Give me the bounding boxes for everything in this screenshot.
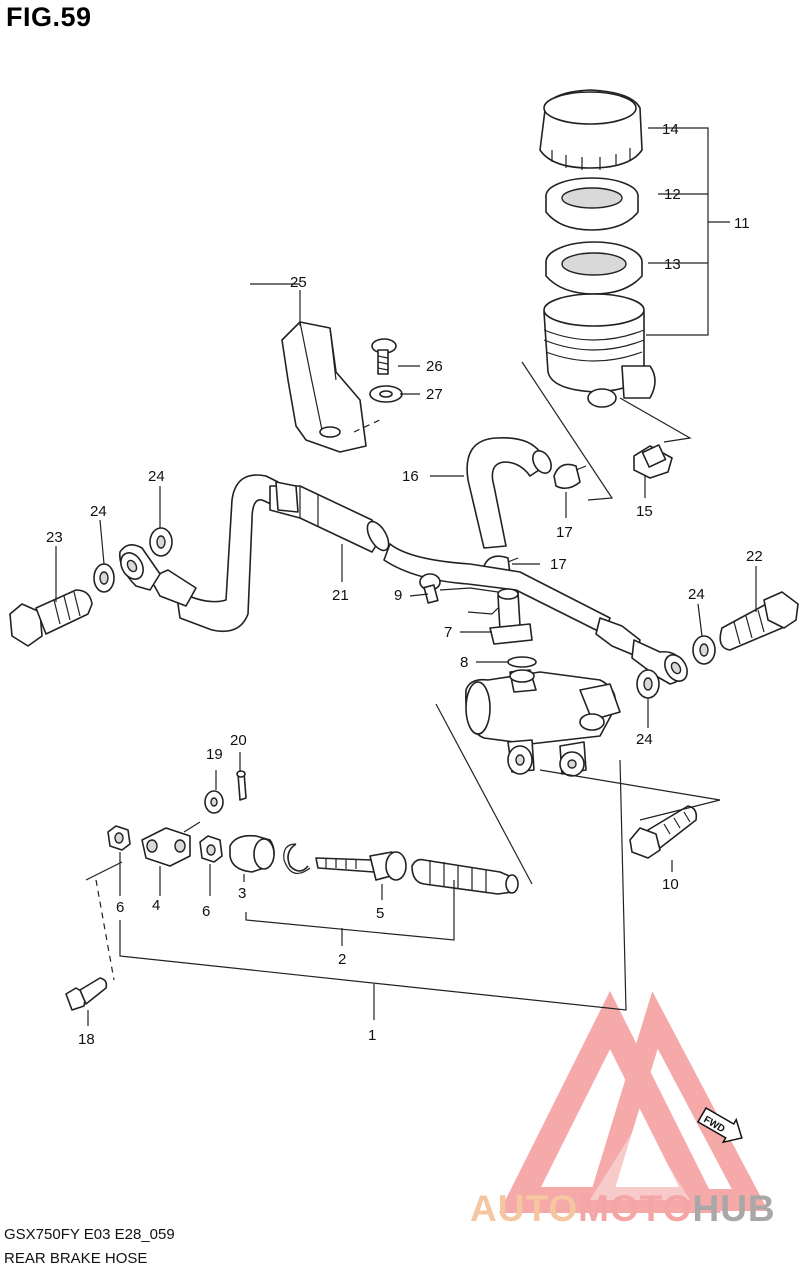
master-cylinder-body: [465, 669, 621, 777]
watermark-logo: [498, 990, 769, 1213]
diaphragm-13: [545, 241, 643, 295]
circlip: [283, 843, 311, 875]
reservoir-body-11: [543, 293, 656, 408]
boot-3: [229, 834, 275, 873]
callout-27: 27: [426, 386, 443, 403]
callout-12: 12: [664, 186, 681, 203]
connector-7: [489, 588, 533, 645]
watermark-hub: HUB: [692, 1188, 776, 1229]
callout-13: 13: [664, 256, 681, 273]
callout-1: 1: [368, 1027, 376, 1044]
callout-20: 20: [230, 732, 247, 749]
cotter-pin-20: [236, 770, 247, 801]
bolt-15: [633, 444, 673, 479]
leader-pin-a: [85, 861, 123, 881]
callout-24-b: 24: [148, 468, 165, 485]
leader-9: [409, 587, 499, 615]
diaphragm-plate-12: [545, 177, 639, 231]
leader-bracket-1: [119, 759, 627, 1020]
washer-27: [369, 385, 403, 403]
watermark-auto: AUTO: [470, 1188, 579, 1229]
leader-6-4: [119, 852, 211, 896]
callout-21: 21: [332, 587, 349, 604]
clamp-17-upper: [553, 463, 587, 490]
leader-24a: [99, 519, 105, 565]
washer-24-a: [93, 563, 115, 593]
callout-19: 19: [206, 746, 223, 763]
o-ring-8: [507, 656, 537, 668]
leader-body: [435, 703, 721, 885]
watermark-moto: MOTO: [578, 1188, 693, 1229]
leader-pin-18: [95, 879, 115, 981]
footer-section-name: REAR BRAKE HOSE: [4, 1250, 148, 1267]
leader-reservoir: [646, 127, 730, 336]
callout-17-lower: 17: [550, 556, 567, 573]
callout-18: 18: [78, 1031, 95, 1048]
callout-9: 9: [394, 587, 402, 604]
union-bolt-22: [719, 591, 799, 651]
bracket-25: [281, 321, 367, 453]
callout-17-upper: 17: [556, 524, 573, 541]
union-bolt-23: [9, 589, 93, 647]
callout-4: 4: [152, 897, 160, 914]
callout-5: 5: [376, 905, 384, 922]
reservoir-cap-14: [539, 89, 643, 170]
watermark-text: AUTOMOTOHUB: [470, 1188, 776, 1230]
leader-19-clevis: [183, 821, 201, 833]
nut-6-right: [199, 835, 223, 863]
leader-bracket: [353, 417, 385, 433]
washer-24-b: [149, 527, 173, 557]
pin-18: [65, 977, 108, 1011]
brake-hose-21: [119, 474, 390, 633]
callout-7: 7: [444, 624, 452, 641]
figure-title: FIG.59: [6, 2, 92, 32]
callout-6-right: 6: [202, 903, 210, 920]
push-rod-5: [315, 851, 407, 881]
callout-24-a: 24: [90, 503, 107, 520]
callout-24-d: 24: [636, 731, 653, 748]
callout-11: 11: [734, 215, 750, 232]
nut-6-left: [107, 825, 131, 851]
footer-model-code: GSX750FY E03 E28_059: [4, 1226, 175, 1243]
leader-reservoir-hose: [521, 361, 692, 501]
brake-hose-21-right: [383, 543, 688, 685]
callout-22: 22: [746, 548, 763, 565]
leader-bracket-2: [243, 874, 455, 946]
callout-10: 10: [662, 876, 679, 893]
callout-23: 23: [46, 529, 63, 546]
washer-24-c: [692, 635, 716, 665]
callout-8: 8: [460, 654, 468, 671]
callout-16: 16: [402, 468, 419, 485]
callout-26: 26: [426, 358, 443, 375]
leader-19-20: [215, 752, 241, 790]
piston-spring: [411, 858, 519, 895]
clevis-4: [141, 827, 191, 867]
leader-24c: [697, 603, 703, 637]
callout-24-c: 24: [688, 586, 705, 603]
screw-9: [419, 573, 441, 604]
leader-25: [250, 283, 301, 326]
hose-16: [466, 436, 552, 549]
callout-15: 15: [636, 503, 653, 520]
callout-25: 25: [290, 274, 307, 291]
bolt-10: [629, 805, 698, 859]
callout-14: 14: [662, 121, 679, 138]
callout-2: 2: [338, 951, 346, 968]
washer-19: [204, 790, 224, 814]
callout-6-left: 6: [116, 899, 124, 916]
callout-3: 3: [238, 885, 246, 902]
leader-26-27: [398, 365, 420, 395]
screw-26: [371, 338, 397, 375]
washer-24-d: [636, 669, 660, 699]
